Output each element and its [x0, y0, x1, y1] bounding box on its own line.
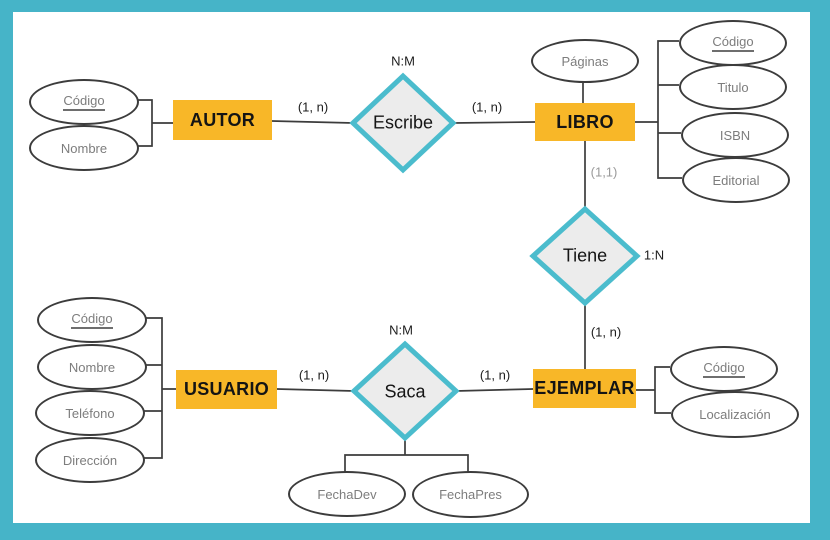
relationship-saca-label: Saca: [384, 381, 426, 402]
relationship-escribe-type: N:M: [391, 53, 415, 69]
attribute-ejemplar-codigo: Código: [670, 346, 778, 392]
attribute-usuario-nombre: Nombre: [37, 344, 147, 390]
entity-libro-label: LIBRO: [556, 111, 614, 132]
attribute-libro-isbn: ISBN: [681, 112, 789, 158]
attribute-saca-fechapres-label: FechaPres: [439, 487, 502, 502]
entity-autor-label: AUTOR: [189, 109, 256, 130]
line-saca-ejemplar: [455, 388, 534, 392]
entity-ejemplar: EJEMPLAR: [533, 369, 636, 408]
attribute-saca-fechadev: FechaDev: [288, 471, 406, 517]
attribute-libro-codigo-label: Código: [712, 34, 754, 52]
entity-usuario-label: USUARIO: [183, 379, 270, 399]
attribute-autor-nombre: Nombre: [29, 125, 139, 171]
cardinality-libro-tiene: (1,1): [590, 164, 618, 180]
line-usuario-saca: [276, 388, 355, 392]
relationship-saca-diamond: [350, 340, 460, 442]
bracket-autor-attrs: [135, 99, 173, 147]
attribute-libro-paginas-label: Páginas: [561, 53, 609, 69]
cardinality-saca-ejemplar: (1, n): [479, 367, 511, 383]
attribute-usuario-nombre-label: Nombre: [68, 359, 116, 375]
entity-autor: AUTOR: [173, 100, 272, 140]
attribute-libro-isbn-label: ISBN: [719, 127, 751, 143]
attribute-ejemplar-codigo-label: Código: [703, 360, 745, 378]
cardinality-autor-escribe: (1, n): [297, 99, 329, 115]
attribute-libro-titulo-label: Titulo: [717, 79, 749, 95]
attribute-libro-editorial: Editorial: [682, 157, 790, 203]
bracket-libro-attrs: [635, 40, 682, 179]
attribute-usuario-codigo: Código: [37, 297, 147, 343]
entity-libro: LIBRO: [535, 103, 635, 141]
entity-ejemplar-label: EJEMPLAR: [534, 378, 635, 398]
bracket-saca-attrs: [344, 438, 469, 472]
relationship-tiene-type: 1:N: [643, 247, 665, 263]
attribute-autor-codigo-label: Código: [63, 93, 105, 111]
attribute-usuario-codigo-label: Código: [71, 311, 113, 329]
attribute-libro-editorial-label: Editorial: [712, 172, 760, 188]
attribute-ejemplar-localizacion-label: Localización: [699, 407, 771, 422]
attribute-saca-fechapres: FechaPres: [412, 471, 529, 518]
attribute-usuario-telefono-label: Teléfono: [65, 405, 115, 421]
attribute-libro-titulo: Titulo: [679, 64, 787, 110]
bracket-ejemplar-attrs: [636, 366, 671, 414]
attribute-usuario-telefono: Teléfono: [35, 390, 145, 436]
line-autor-escribe: [271, 120, 354, 124]
attribute-usuario-direccion-label: Dirección: [62, 452, 118, 468]
relationship-escribe-label: Escribe: [372, 112, 434, 133]
bracket-usuario-attrs: [141, 317, 176, 459]
entity-usuario: USUARIO: [176, 370, 277, 409]
cardinality-usuario-saca: (1, n): [298, 367, 330, 383]
attribute-libro-codigo: Código: [679, 20, 787, 66]
cardinality-tiene-ejemplar: (1, n): [590, 324, 622, 340]
relationship-tiene-diamond: [529, 205, 641, 307]
relationship-tiene-label: Tiene: [562, 245, 608, 266]
relationship-escribe-diamond: [349, 72, 457, 174]
attribute-usuario-direccion: Dirección: [35, 437, 145, 483]
attribute-libro-paginas: Páginas: [531, 39, 639, 83]
attribute-ejemplar-localizacion: Localización: [671, 391, 799, 438]
cardinality-escribe-libro: (1, n): [471, 99, 503, 115]
attribute-autor-codigo: Código: [29, 79, 139, 125]
line-escribe-libro: [452, 121, 536, 124]
attribute-saca-fechadev-label: FechaDev: [317, 486, 377, 502]
attribute-autor-nombre-label: Nombre: [60, 140, 108, 156]
relationship-saca-type: N:M: [389, 322, 413, 338]
